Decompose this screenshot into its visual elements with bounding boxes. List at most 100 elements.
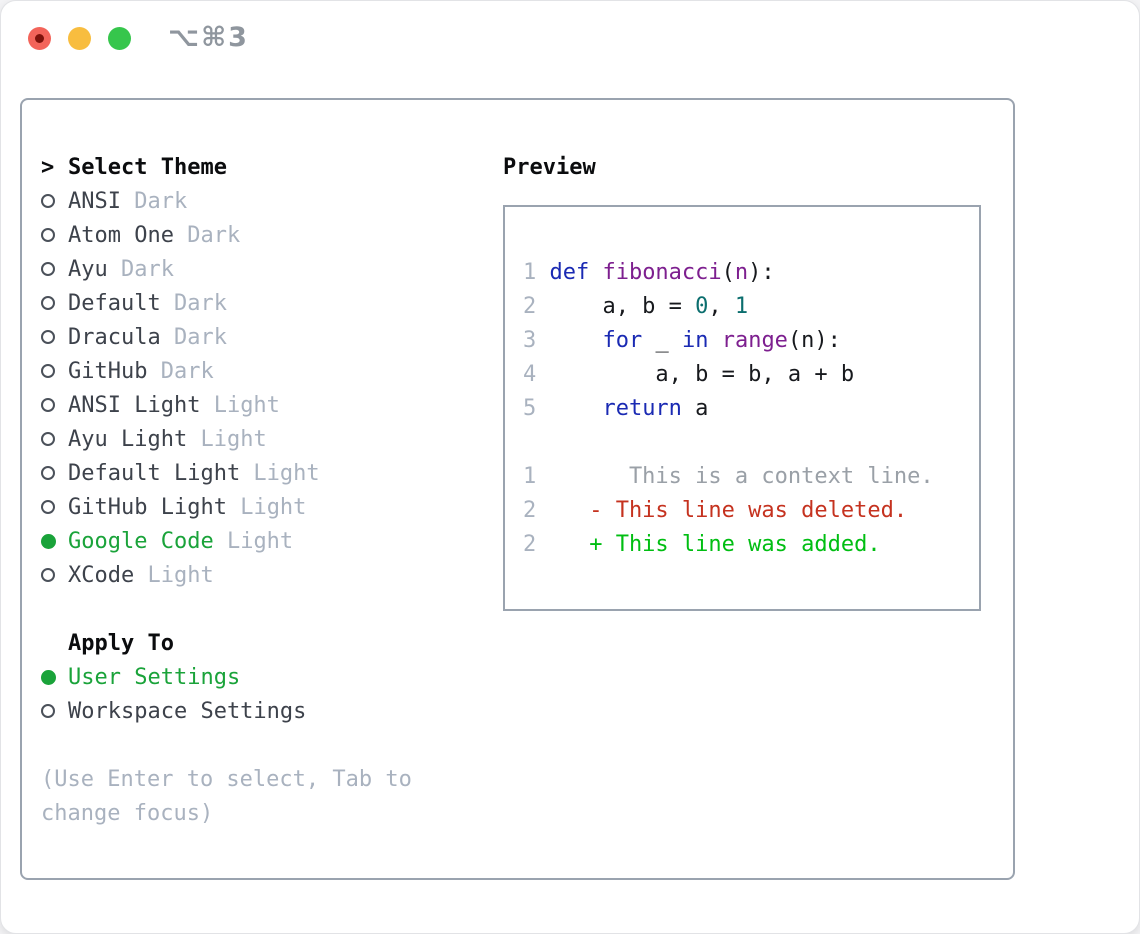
spacer-row <box>41 728 496 762</box>
line-number: 3 <box>523 328 537 353</box>
code-segment: def <box>549 260 603 285</box>
radio-unselected-icon <box>41 194 55 208</box>
radio-unselected-icon <box>41 432 55 446</box>
preview-title: Preview <box>503 154 596 180</box>
option-label: Default Light <box>68 460 241 486</box>
theme-option-atom-one[interactable]: Atom One Dark <box>41 218 496 252</box>
radio-unselected-icon <box>41 568 55 582</box>
radio-selected-icon <box>41 669 56 685</box>
code-segment: _ <box>642 328 682 353</box>
variant-tag: Light <box>187 426 267 452</box>
spacer-row <box>41 592 496 626</box>
option-label: GitHub <box>68 358 148 384</box>
code-line: 4 a, b = b, a + b <box>523 358 979 392</box>
select-theme-title: Select Theme <box>68 154 227 180</box>
option-label: Google Code <box>68 528 214 554</box>
variant-tag: Light <box>226 494 307 520</box>
help-text-line-2: change focus) <box>41 800 214 826</box>
code-line: 2 - This line was deleted. <box>523 494 979 528</box>
traffic-lights <box>28 27 131 50</box>
option-label: GitHub Light <box>68 494 227 520</box>
theme-option-default[interactable]: Default Dark <box>41 286 496 320</box>
line-number: 5 <box>523 396 537 421</box>
code-line: 2 + This line was added. <box>523 528 979 562</box>
option-label: User Settings <box>68 664 241 690</box>
option-label: Ayu <box>68 256 108 282</box>
radio-unselected-icon <box>41 364 55 378</box>
code-segment: (n): <box>787 328 841 353</box>
theme-option-google-code[interactable]: Google Code Light <box>41 524 496 558</box>
code-segment <box>549 328 602 353</box>
apply-option-user-settings[interactable]: User Settings <box>41 660 496 694</box>
line-number: 2 <box>523 294 537 319</box>
theme-option-xcode[interactable]: XCode Light <box>41 558 496 592</box>
radio-unselected-icon <box>41 398 55 412</box>
radio-selected-icon <box>41 533 56 549</box>
radio-unselected-icon <box>41 466 55 480</box>
code-segment: This is a context line. <box>549 464 934 489</box>
line-number: 2 <box>523 532 537 557</box>
radio-unselected-icon <box>41 704 55 718</box>
minimize-button-icon[interactable] <box>68 27 91 50</box>
code-segment: n <box>734 260 749 285</box>
code-segment <box>708 328 721 353</box>
theme-option-github-light[interactable]: GitHub Light Light <box>41 490 496 524</box>
variant-tag: Dark <box>107 256 174 282</box>
variant-tag: Light <box>240 460 320 486</box>
option-label: Workspace Settings <box>68 698 307 724</box>
option-label: Dracula <box>68 324 161 350</box>
titlebar: ⌥⌘3 <box>1 1 1139 73</box>
line-number: 4 <box>523 362 537 387</box>
code-segment: , <box>708 294 735 319</box>
theme-option-ansi[interactable]: ANSI Dark <box>41 184 496 218</box>
code-segment: for <box>602 328 643 353</box>
line-number: 1 <box>523 464 537 489</box>
apply-to-header: Apply To <box>41 626 496 660</box>
window-title: ⌥⌘3 <box>168 22 249 53</box>
code-segment: a <box>681 396 709 421</box>
theme-option-default-light[interactable]: Default Light Light <box>41 456 496 490</box>
theme-option-ayu-light[interactable]: Ayu Light Light <box>41 422 496 456</box>
code-line: 2 a, b = 0, 1 <box>523 290 979 324</box>
variant-tag: Dark <box>173 222 241 248</box>
code-segment: ( <box>721 260 735 285</box>
close-button-icon[interactable] <box>28 27 51 50</box>
radio-unselected-icon <box>41 262 55 276</box>
code-segment: + This line was added. <box>549 532 881 557</box>
apply-option-workspace-settings[interactable]: Workspace Settings <box>41 694 496 728</box>
line-number: 2 <box>523 498 537 523</box>
theme-option-ansi-light[interactable]: ANSI Light Light <box>41 388 496 422</box>
code-segment: a, b = b, a + b <box>549 362 855 387</box>
code-segment: in <box>681 328 709 353</box>
option-label: Default <box>68 290 161 316</box>
variant-tag: Dark <box>160 324 227 350</box>
option-label: ANSI <box>68 188 121 214</box>
code-segment: ): <box>748 260 775 285</box>
radio-unselected-icon <box>41 228 55 242</box>
variant-tag: Dark <box>120 188 188 214</box>
theme-option-dracula[interactable]: Dracula Dark <box>41 320 496 354</box>
theme-option-github[interactable]: GitHub Dark <box>41 354 496 388</box>
code-segment: - This line was deleted. <box>549 498 908 523</box>
option-label: Atom One <box>68 222 174 248</box>
variant-tag: Dark <box>160 290 227 316</box>
code-line: 5 return a <box>523 392 979 426</box>
code-line: 3 for _ in range(n): <box>523 324 979 358</box>
radio-unselected-icon <box>41 500 55 514</box>
radio-unselected-icon <box>41 296 55 310</box>
code-segment <box>549 396 602 421</box>
code-segment: return <box>602 396 682 421</box>
code-segment: 1 <box>734 294 749 319</box>
maximize-button-icon[interactable] <box>108 27 131 50</box>
theme-option-ayu[interactable]: Ayu Dark <box>41 252 496 286</box>
select-theme-header: > Select Theme <box>41 150 496 184</box>
radio-unselected-icon <box>41 330 55 344</box>
variant-tag: Light <box>200 392 280 418</box>
